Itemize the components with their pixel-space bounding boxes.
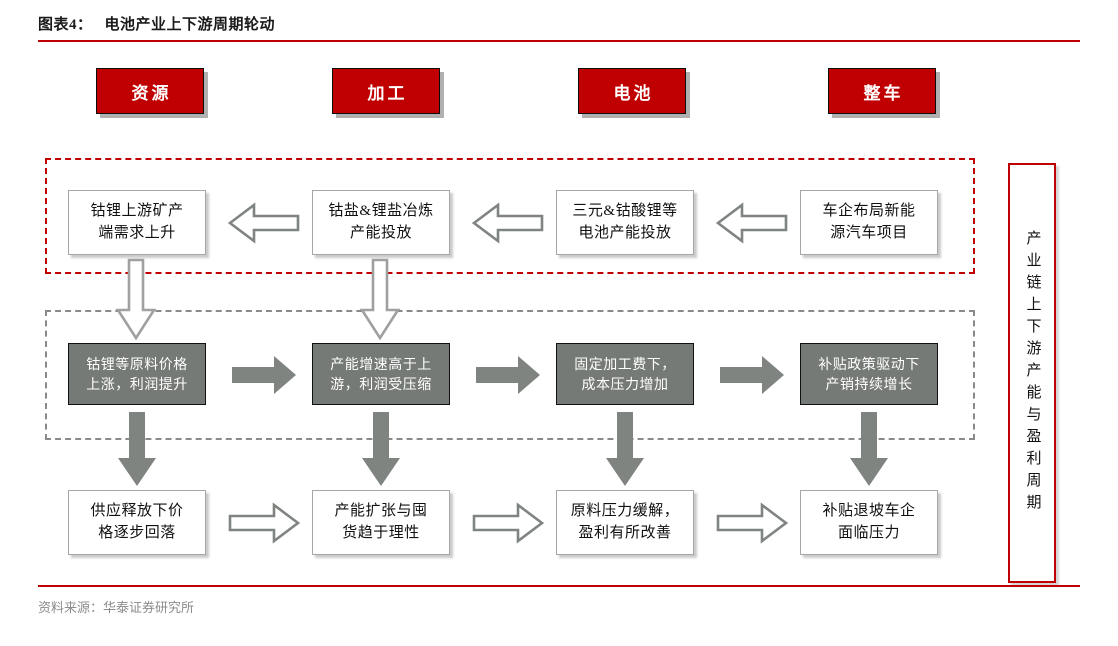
connector-down-hollow-2 — [357, 258, 403, 340]
footer-rule — [38, 585, 1080, 587]
stage-label: 加工 — [367, 83, 408, 103]
connector-down-solid-1 — [115, 410, 159, 488]
node-text: 三元&钴酸锂等 电池产能投放 — [572, 202, 678, 241]
arrow-right-row2-a — [230, 353, 298, 397]
connector-down-hollow-1 — [113, 258, 159, 340]
arrow-right-row2-b — [474, 353, 542, 397]
side-cycle-label: 产业链上下游产能与盈利周期 — [1008, 163, 1056, 583]
stage-box-processing: 加工 — [332, 68, 440, 114]
stage-label: 电池 — [613, 83, 654, 103]
node-row3-3: 原料压力缓解， 盈利有所改善 — [556, 490, 694, 555]
node-row2-2: 产能增速高于上 游，利润受压缩 — [312, 343, 450, 405]
node-text: 原料压力缓解， 盈利有所改善 — [570, 502, 680, 541]
gray-dashed-frame — [45, 310, 975, 440]
node-row2-4: 补贴政策驱动下 产销持续增长 — [800, 343, 938, 405]
node-row1-2: 钴盐&锂盐冶炼 产能投放 — [312, 190, 450, 255]
node-text: 车企布局新能 源汽车项目 — [822, 202, 916, 241]
source-note: 资料来源：华泰证券研究所 — [38, 600, 195, 615]
arrow-right-row2-c — [718, 353, 786, 397]
side-cycle-label-text: 产业链上下游产能与盈利周期 — [1024, 230, 1041, 516]
stage-label: 资源 — [131, 83, 172, 103]
stage-box-vehicle: 整车 — [828, 68, 936, 114]
node-row1-3: 三元&钴酸锂等 电池产能投放 — [556, 190, 694, 255]
node-text: 钴盐&锂盐冶炼 产能投放 — [328, 202, 434, 241]
connector-down-solid-4 — [847, 410, 891, 488]
figure-number: 图表4： — [38, 17, 93, 33]
node-row2-1: 钴锂等原料价格 上涨，利润提升 — [68, 343, 206, 405]
node-text: 钴锂等原料价格 上涨，利润提升 — [86, 355, 188, 392]
connector-down-solid-3 — [603, 410, 647, 488]
node-text: 钴锂上游矿产 端需求上升 — [90, 202, 184, 241]
title-rule — [38, 40, 1080, 42]
page-title: 图表4： 电池产业上下游周期轮动 — [38, 13, 275, 34]
node-text: 固定加工费下， 成本压力增加 — [574, 355, 676, 392]
node-row3-1: 供应释放下价 格逐步回落 — [68, 490, 206, 555]
arrow-right-row3-c — [716, 500, 788, 546]
arrow-left-row1-c — [716, 200, 788, 246]
stage-box-resource: 资源 — [96, 68, 204, 114]
node-text: 补贴政策驱动下 产销持续增长 — [818, 355, 920, 392]
node-row2-3: 固定加工费下， 成本压力增加 — [556, 343, 694, 405]
figure-title-text: 电池产业上下游周期轮动 — [104, 17, 276, 33]
stage-label: 整车 — [863, 83, 904, 103]
node-row1-4: 车企布局新能 源汽车项目 — [800, 190, 938, 255]
node-text: 产能扩张与囤 货趋于理性 — [334, 502, 428, 541]
red-dashed-frame — [45, 158, 975, 274]
node-row3-2: 产能扩张与囤 货趋于理性 — [312, 490, 450, 555]
node-text: 产能增速高于上 游，利润受压缩 — [330, 355, 432, 392]
arrow-left-row1-a — [228, 200, 300, 246]
arrow-left-row1-b — [472, 200, 544, 246]
node-row3-4: 补贴退坡车企 面临压力 — [800, 490, 938, 555]
node-row1-1: 钴锂上游矿产 端需求上升 — [68, 190, 206, 255]
connector-down-solid-2 — [359, 410, 403, 488]
node-text: 供应释放下价 格逐步回落 — [90, 502, 184, 541]
stage-box-battery: 电池 — [578, 68, 686, 114]
arrow-right-row3-a — [228, 500, 300, 546]
node-text: 补贴退坡车企 面临压力 — [822, 502, 916, 541]
arrow-right-row3-b — [472, 500, 544, 546]
